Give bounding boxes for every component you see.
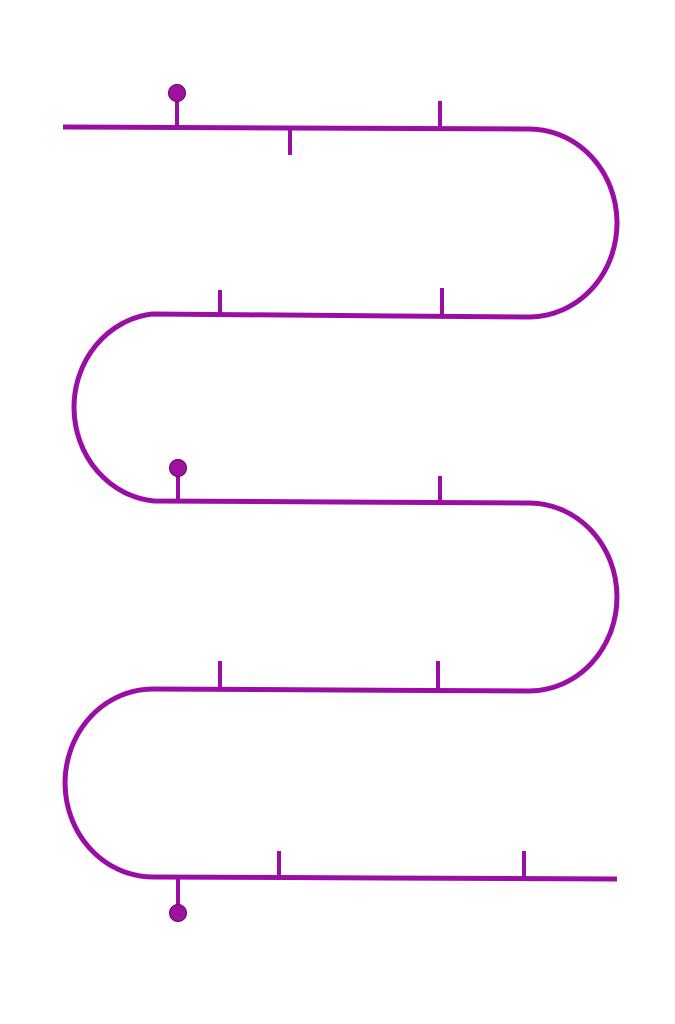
timeline-path <box>62 124 620 882</box>
pin-marker-3 <box>169 877 187 922</box>
pin-dot <box>168 84 186 102</box>
pin-marker-2 <box>169 459 187 501</box>
pin-dot <box>169 459 187 477</box>
pin-marker-1 <box>168 84 186 127</box>
pin-dot <box>169 904 187 922</box>
